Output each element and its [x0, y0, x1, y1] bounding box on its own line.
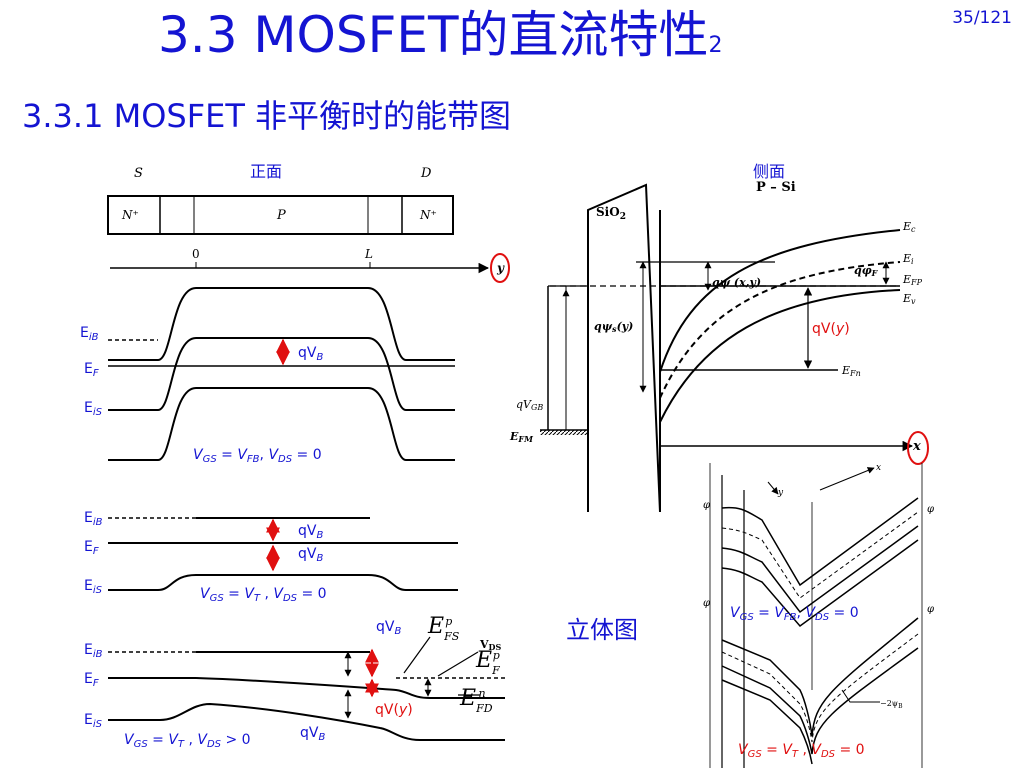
condition-4: VGS = VFB, VDS = 0: [730, 605, 859, 623]
vds-label: VDS: [479, 638, 501, 652]
device-body: [107, 195, 454, 235]
qvb-label-2b: qVB: [298, 546, 323, 564]
oxide-region: [587, 183, 661, 513]
qvy-side-label: qV(y): [812, 321, 850, 337]
condition-3: VGS = VT , VDS > 0: [124, 732, 251, 750]
n-plus-right-label: N⁺: [419, 208, 437, 222]
band-diagram-3: EiB EF EiS qVB qVB qV(y) EFSp EFp EFDn V…: [84, 614, 505, 750]
ei-curve: [659, 261, 901, 399]
phi-label-3: φ: [703, 598, 710, 609]
qphif-label: qφF: [854, 264, 879, 278]
psi-b-label: −2ψB: [880, 699, 903, 710]
ei-label: Ei: [902, 252, 914, 266]
slide-title: 3.3 MOSFET的直流特性2: [158, 10, 723, 60]
page-number: 35/121: [952, 8, 1012, 28]
x-axis-label: x: [912, 439, 921, 454]
phi-label-2: φ: [927, 504, 934, 515]
y-axis-label: y: [496, 261, 505, 275]
3d-view-caption: 立体图: [566, 616, 638, 644]
device-cross-section: S D N⁺ P N⁺ 0 L y: [107, 166, 510, 283]
psi-label: P – Si: [756, 180, 796, 195]
axis-L-label: L: [364, 247, 373, 261]
ec-curve: [659, 229, 901, 373]
efd-label: EFDn: [459, 686, 493, 715]
qvb-label-3a: qVB: [376, 619, 401, 637]
source-label: S: [134, 166, 143, 181]
efp-label: EFp: [475, 648, 500, 677]
efm-label: EFM: [509, 430, 534, 444]
title-main: 3.3 MOSFET的直流特性: [158, 6, 709, 64]
eib-label-3: EiB: [84, 642, 103, 660]
band-diagram-1: EiB EF EiS qVB VGS = VFB, VDS = 0: [80, 287, 455, 465]
ef-label-1: EF: [84, 361, 99, 379]
n-plus-left-label: N⁺: [121, 208, 139, 222]
3d-band-plot: x y φ φ φ φ −2ψB VGS = VFB, VDS = 0 VGS …: [703, 463, 934, 768]
side-view-caption: 侧面: [753, 162, 786, 181]
axis-zero-label: 0: [192, 247, 200, 261]
condition-5: VGS = VT , VDS = 0: [738, 742, 865, 760]
qpsi-s-label: qψs(y): [594, 320, 633, 334]
oxide-label: SiO2: [596, 205, 626, 222]
side-view-diagram: P – Si SiO2 qVGB EFM Ec Ei EFP Ev qφF qψ…: [509, 180, 929, 513]
eis-label-3: EiS: [84, 712, 103, 730]
phi-label-4: φ: [927, 604, 934, 615]
ev-curve: [659, 289, 901, 423]
efs-label: EFSp: [427, 614, 460, 643]
eis-label-1: EiS: [84, 400, 103, 418]
efn-label: EFn: [841, 364, 861, 378]
condition-1: VGS = VFB, VDS = 0: [193, 447, 322, 465]
title-subscript: 2: [708, 33, 723, 58]
qvy-label-3: qV(y): [375, 702, 413, 718]
front-view-caption: 正面: [250, 162, 283, 181]
efp-side-label: EFP: [902, 273, 923, 287]
eis-label-2: EiS: [84, 578, 103, 596]
ef-label-2: EF: [84, 539, 99, 557]
y-axis-highlight: [490, 253, 510, 283]
band-diagram-2: EiB EF EiS qVB qVB VGS = VT , VDS = 0: [84, 510, 458, 604]
x-axis-highlight: [907, 431, 929, 465]
ef-label-3: EF: [84, 671, 99, 689]
eib-label-1: EiB: [80, 325, 99, 343]
qvb-label-2a: qVB: [298, 523, 323, 541]
phi-label-1: φ: [703, 500, 710, 511]
p-region-label: P: [276, 208, 286, 223]
3d-y-label: y: [777, 488, 784, 498]
eib-label-2: EiB: [84, 510, 103, 528]
ec-label: Ec: [902, 220, 916, 234]
qvgb-label: qVGB: [516, 398, 543, 412]
ev-label: Ev: [902, 292, 916, 306]
section-subtitle: 3.3.1 MOSFET 非平衡时的能带图: [22, 97, 512, 135]
qvb-label-3b: qVB: [300, 725, 325, 743]
3d-x-label: x: [876, 463, 881, 473]
condition-2: VGS = VT , VDS = 0: [200, 586, 327, 604]
qvb-label-1: qVB: [298, 345, 323, 363]
drain-label: D: [420, 166, 432, 181]
qpsi-xy-label: qψ (x,y): [712, 276, 761, 289]
